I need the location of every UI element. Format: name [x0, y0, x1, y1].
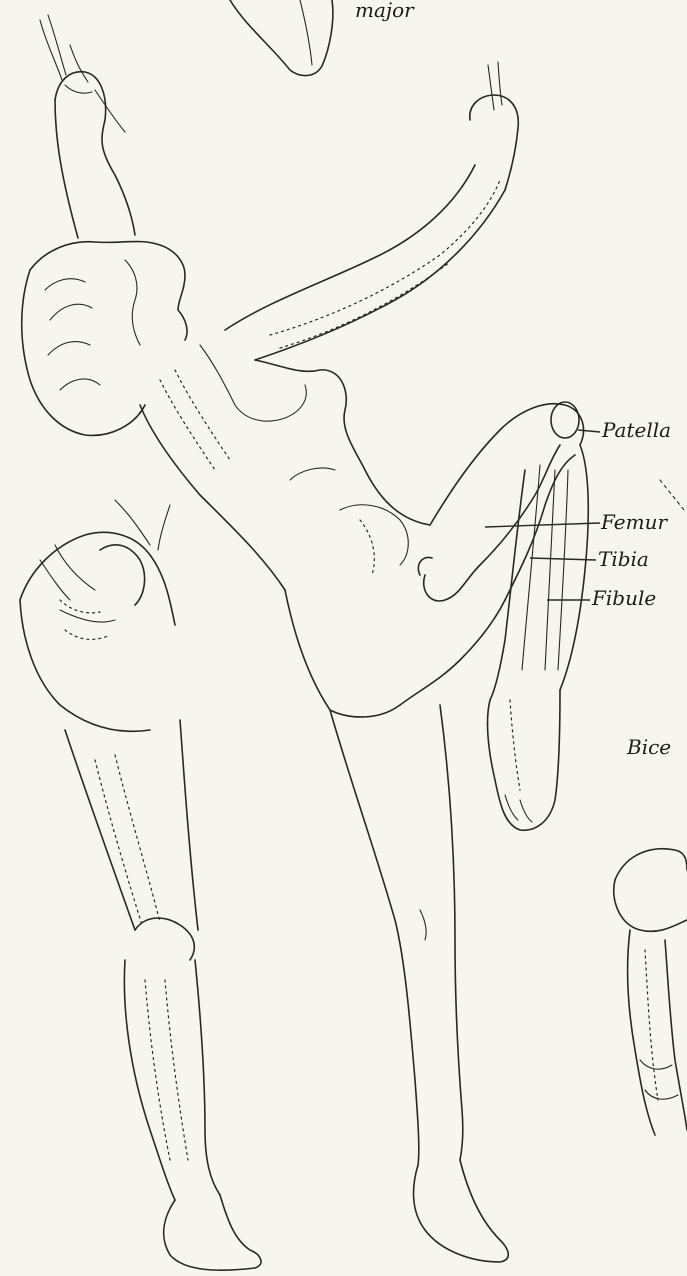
head — [22, 241, 187, 435]
raised-left-arm — [40, 15, 135, 238]
label-major: major — [355, 0, 414, 20]
right-standing-leg — [330, 705, 508, 1262]
hip — [285, 505, 505, 717]
label-patella: Patella — [602, 420, 671, 440]
femur-leader — [485, 523, 600, 527]
label-biceps: Bice — [627, 737, 671, 757]
patella-leader — [578, 430, 600, 432]
pelvis-skeleton — [20, 500, 175, 731]
torso — [140, 345, 430, 590]
label-tibia: Tibia — [598, 549, 649, 569]
label-fibula: Fibule — [592, 588, 656, 608]
left-standing-leg — [65, 720, 261, 1270]
extended-right-arm — [225, 62, 518, 360]
label-femur: Femur — [601, 512, 667, 532]
right-edge-partial-figure — [614, 480, 687, 1135]
top-partial-figure — [230, 0, 333, 76]
raised-right-leg — [418, 402, 588, 830]
